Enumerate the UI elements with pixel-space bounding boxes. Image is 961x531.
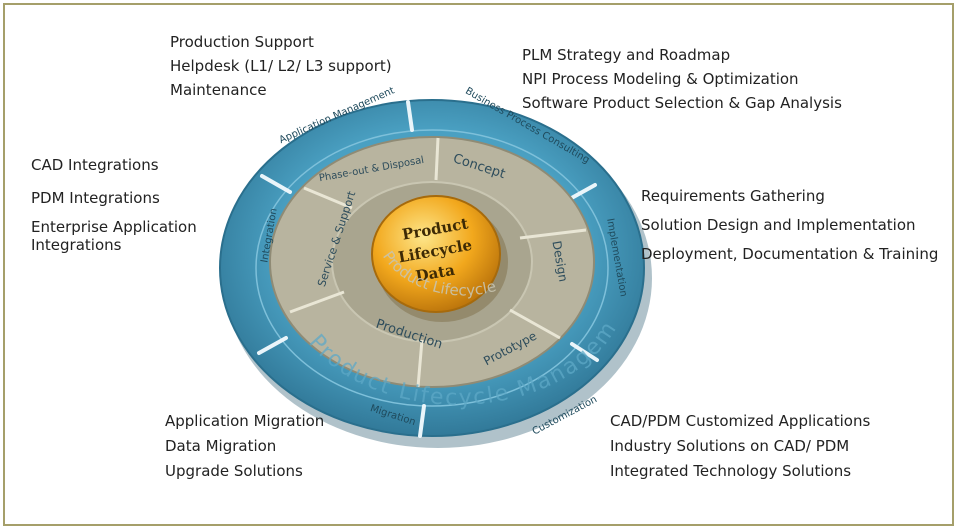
group-item: Production Support bbox=[170, 33, 314, 51]
group-item: Requirements Gathering bbox=[641, 187, 825, 205]
group-item: Data Migration bbox=[165, 436, 277, 455]
outer-separators bbox=[257, 100, 599, 438]
group-item: Helpdesk (L1/ L2/ L3 support) bbox=[170, 56, 392, 75]
group-customization: CAD/PDM Customized Applications Industry… bbox=[610, 412, 870, 486]
group-item: Enterprise Application bbox=[31, 217, 197, 236]
group-migration: Application Migration Data Migration Upg… bbox=[165, 412, 324, 486]
group-item: Upgrade Solutions bbox=[165, 461, 303, 480]
group-implementation: Requirements Gathering Solution Design a… bbox=[641, 187, 938, 273]
group-item: CAD/PDM Customized Applications bbox=[610, 412, 871, 430]
group-item: NPI Process Modeling & Optimization bbox=[522, 69, 799, 88]
outer-ring-inner-edge bbox=[255, 129, 609, 407]
group-item: Integrations bbox=[31, 236, 122, 255]
outer-separator bbox=[418, 404, 426, 438]
group-item: PDM Integrations bbox=[31, 188, 160, 207]
group-item: Application Migration bbox=[165, 412, 325, 430]
inner-separator bbox=[434, 137, 440, 181]
outer-separator bbox=[570, 342, 599, 362]
outer-separator bbox=[406, 100, 414, 132]
group-item: Software Product Selection & Gap Analysi… bbox=[522, 93, 842, 112]
outer-separator bbox=[566, 183, 597, 202]
group-item: CAD Integrations bbox=[31, 156, 159, 174]
inner-separator bbox=[519, 228, 587, 240]
inner-separator bbox=[289, 290, 345, 314]
group-integration: CAD Integrations PDM Integrations Enterp… bbox=[31, 156, 197, 255]
group-item: Integrated Technology Solutions bbox=[610, 461, 852, 480]
inner-separators bbox=[289, 137, 587, 388]
group-item: Deployment, Documentation & Training bbox=[641, 244, 939, 263]
inner-separator bbox=[509, 308, 561, 340]
inner-separator bbox=[416, 339, 424, 388]
inner-separator bbox=[303, 186, 353, 210]
outer-separator bbox=[257, 336, 288, 355]
group-application-management: Production Support Helpdesk (L1/ L2/ L3 … bbox=[170, 33, 392, 104]
group-item: Solution Design and Implementation bbox=[641, 215, 916, 234]
core bbox=[371, 195, 501, 313]
group-item: Industry Solutions on CAD/ PDM bbox=[610, 436, 850, 455]
outer-separator bbox=[260, 174, 292, 194]
group-business-process-consulting: PLM Strategy and Roadmap NPI Process Mod… bbox=[522, 46, 842, 117]
group-item: Maintenance bbox=[170, 80, 267, 99]
group-item: PLM Strategy and Roadmap bbox=[522, 46, 731, 64]
